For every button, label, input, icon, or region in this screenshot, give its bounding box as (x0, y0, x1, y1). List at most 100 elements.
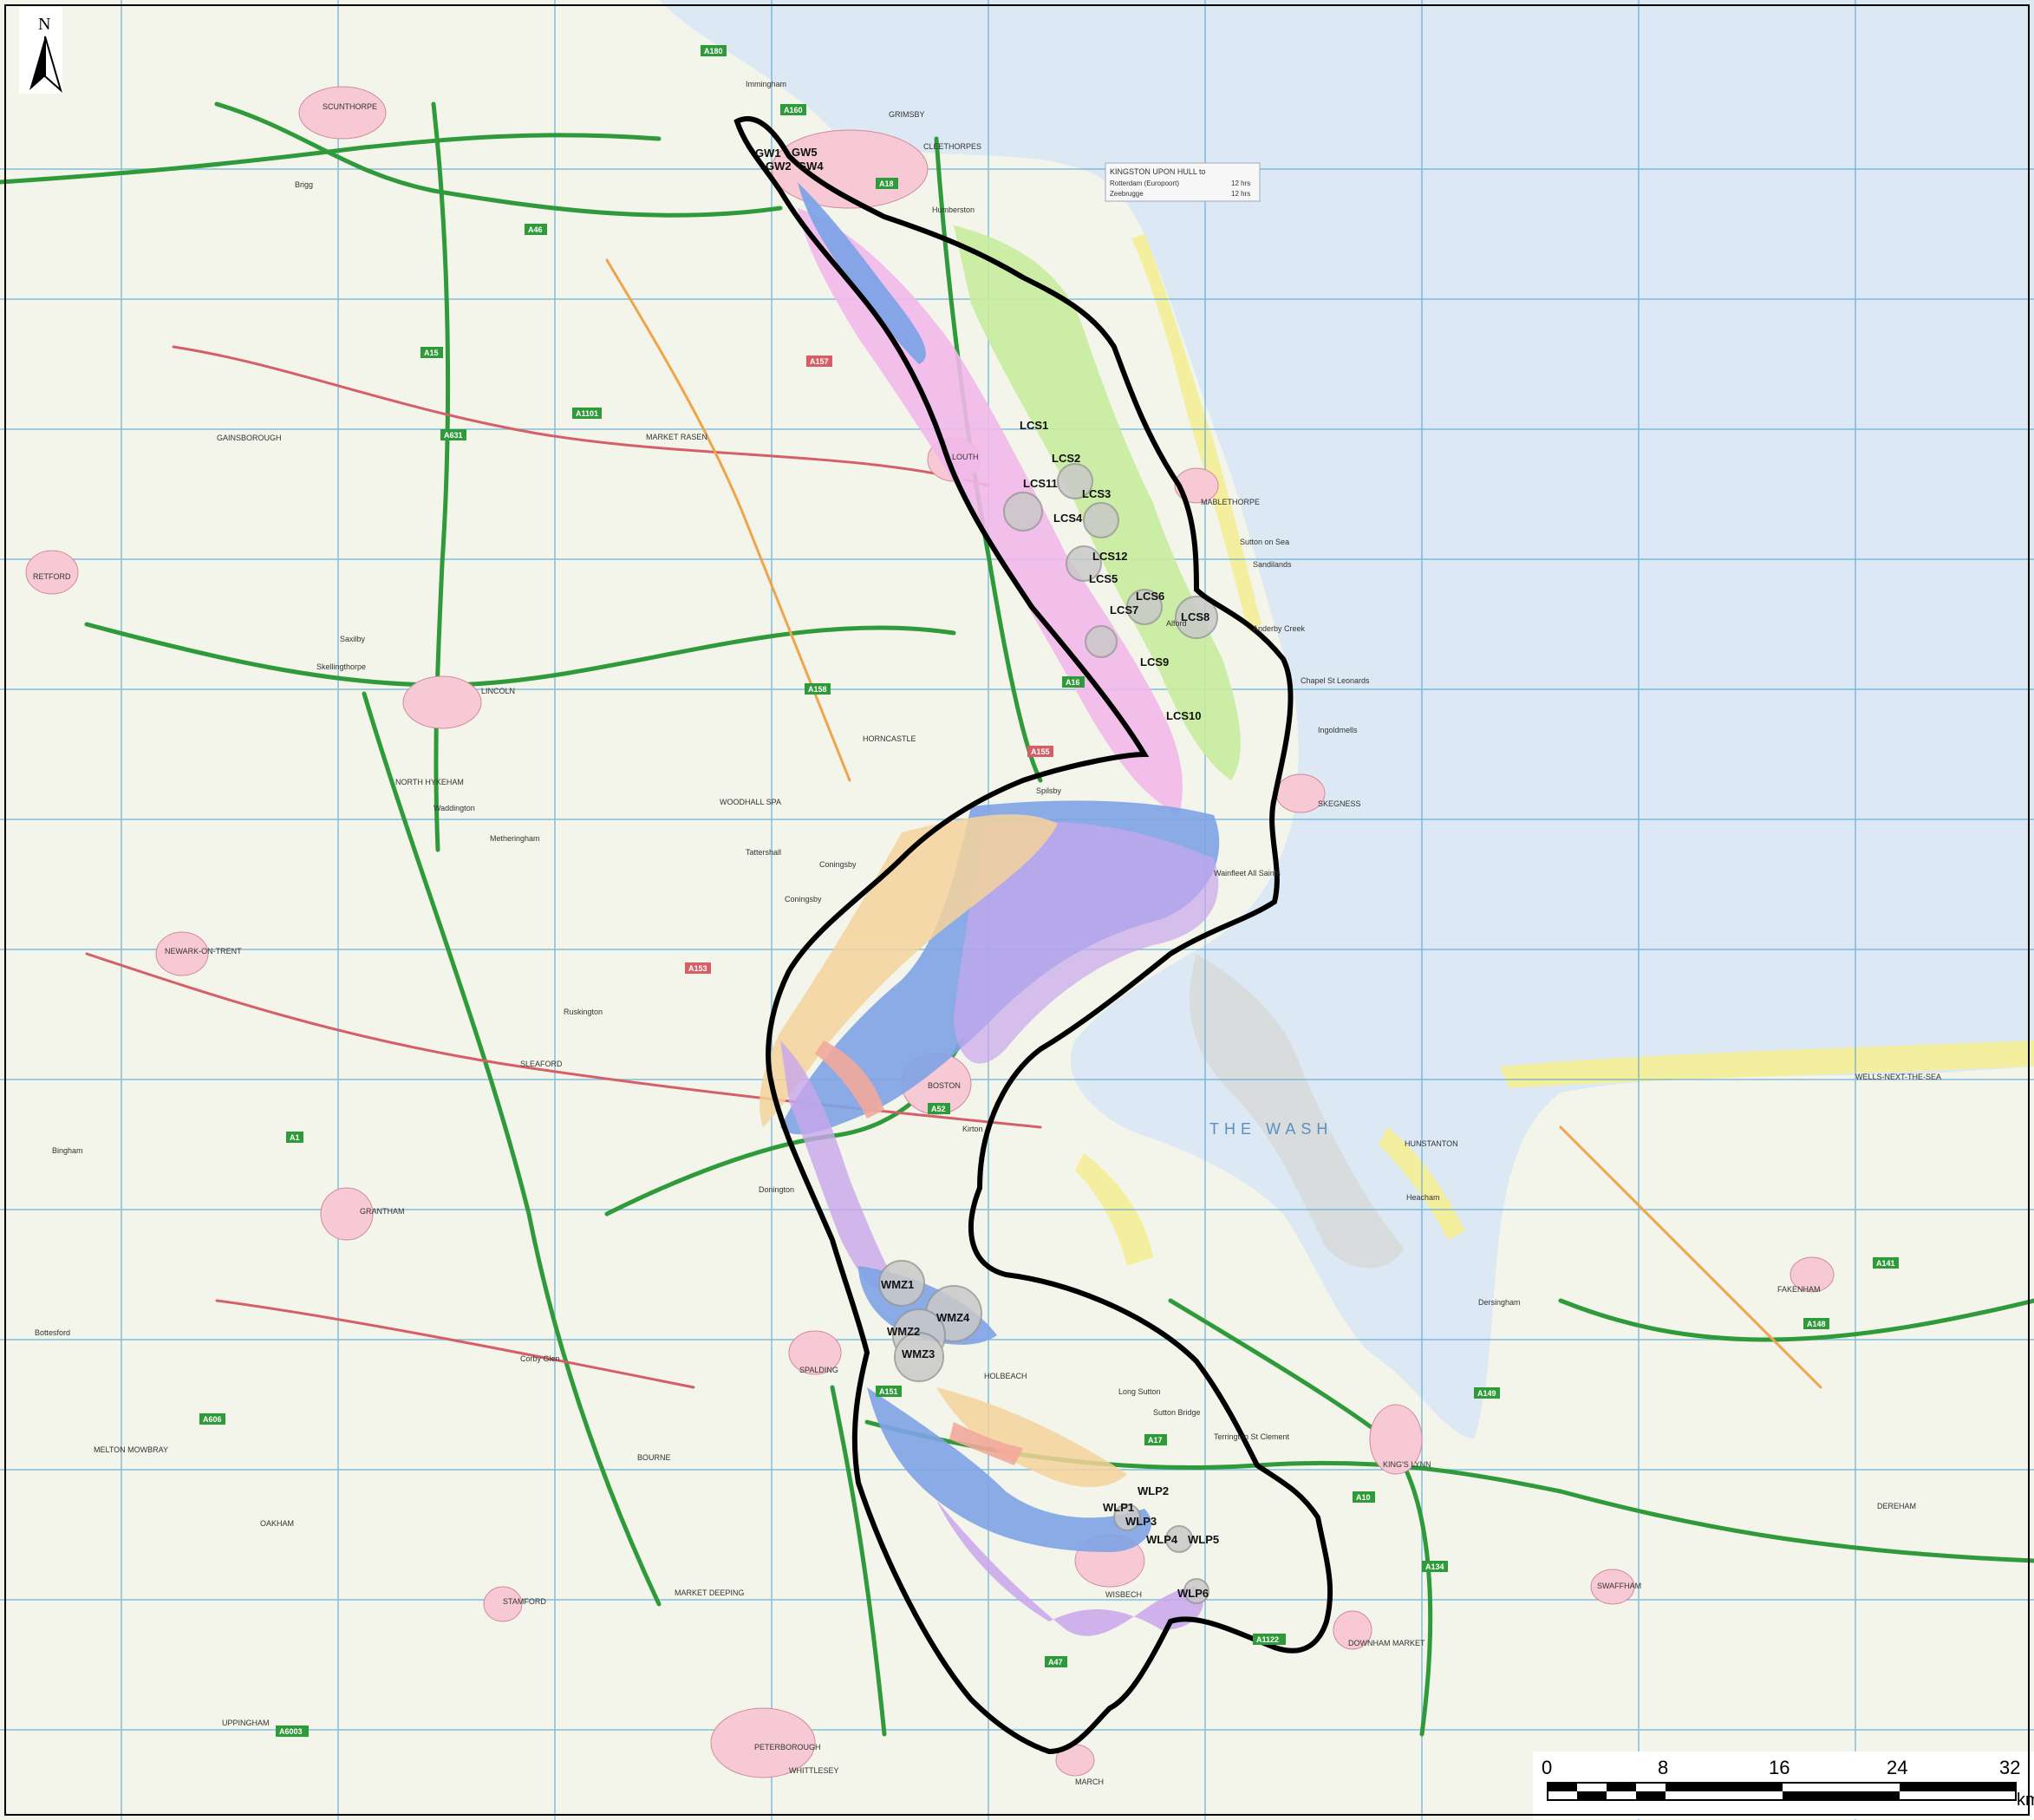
place-label: BOURNE (637, 1453, 671, 1462)
road-label: A160 (784, 106, 803, 114)
place-label: HOLBEACH (984, 1372, 1027, 1380)
road-label: A46 (528, 225, 543, 234)
ferry-route: Rotterdam (Europoort) (1110, 179, 1179, 187)
road-label: A153 (688, 964, 707, 973)
place-label: Terrington St Clement (1214, 1432, 1290, 1441)
place-label: GRIMSBY (889, 110, 925, 119)
road-label: A52 (931, 1105, 946, 1113)
norfolk-coast-sand (1500, 1040, 2034, 1088)
road-labels: A180 A160 A18 A46 A15 A631 A158 A16 A52 … (199, 45, 1899, 1737)
ferry-info-box: KINGSTON UPON HULL to Rotterdam (Europoo… (1105, 162, 1261, 202)
zone-salmon-south (949, 1422, 1023, 1465)
place-label: Bingham (52, 1146, 83, 1155)
north-arrow: N (19, 7, 62, 94)
road-label: A148 (1807, 1320, 1826, 1328)
zone-label: WLP3 (1125, 1515, 1157, 1528)
place-label: Ruskington (564, 1008, 603, 1016)
place-label: CLEETHORPES (923, 142, 981, 151)
zone-label: GW2 (766, 160, 792, 173)
place-label: Tattershall (746, 848, 781, 857)
zone-salmon-mid (815, 1040, 884, 1119)
place-label: Sandilands (1253, 560, 1292, 569)
north-label: N (38, 15, 50, 34)
zone-label: LCS4 (1053, 512, 1083, 525)
zone-label: WMZ4 (936, 1311, 970, 1324)
zone-label: LCS12 (1092, 550, 1127, 563)
zone-label: LCS7 (1110, 603, 1138, 616)
zone-blue-south (867, 1387, 1151, 1552)
scale-tick-label: 32 (1999, 1757, 2020, 1778)
place-label: WHITTLESEY (789, 1766, 839, 1775)
place-label: LINCOLN (481, 687, 515, 695)
scale-tick-label: 24 (1887, 1757, 1907, 1778)
zone-label: WLP1 (1103, 1501, 1134, 1514)
place-label: MARKET RASEN (646, 433, 707, 441)
zone-label: LCS11 (1023, 477, 1058, 490)
place-label: Heacham (1406, 1193, 1440, 1202)
road-label: A149 (1477, 1389, 1496, 1398)
study-area-boundary (733, 115, 1333, 1755)
zone-label: LCS9 (1140, 656, 1169, 669)
place-label: NORTH HYKEHAM (395, 778, 464, 786)
road-label: A631 (444, 431, 463, 440)
place-label: HUNSTANTON (1405, 1139, 1458, 1148)
zone-orange-mid (759, 814, 1058, 1127)
zone-label: WLP2 (1138, 1484, 1169, 1497)
place-label: Sutton Bridge (1153, 1408, 1201, 1417)
place-label: FAKENHAM (1777, 1285, 1821, 1294)
road-label: A157 (810, 357, 829, 366)
place-label: Skellingthorpe (316, 662, 366, 671)
zone-label: GW4 (798, 160, 824, 173)
zone-label: LCS5 (1089, 572, 1118, 585)
place-label: MELTON MOWBRAY (94, 1445, 168, 1454)
place-label: Chapel St Leonards (1301, 676, 1370, 685)
place-label: Metheringham (490, 834, 540, 843)
place-label: WELLS-NEXT-THE-SEA (1855, 1073, 1941, 1081)
road-label: A1122 (1256, 1635, 1279, 1644)
place-label: WOODHALL SPA (720, 798, 781, 806)
place-label: STAMFORD (503, 1597, 546, 1606)
road-label: A1101 (576, 409, 598, 418)
place-label: Immingham (746, 80, 786, 88)
place-label: Kirton (962, 1125, 983, 1133)
zone-label: GW1 (755, 147, 781, 160)
road-label: A16 (1066, 678, 1080, 687)
zone-label: LCS2 (1052, 452, 1080, 465)
place-label: SCUNTHORPE (323, 102, 377, 111)
scale-tick-label: 16 (1769, 1757, 1790, 1778)
place-label: Spilsby (1036, 786, 1062, 795)
place-label: Saxilby (340, 635, 366, 643)
road-label: A1 (290, 1133, 300, 1142)
place-label: RETFORD (33, 572, 71, 581)
zone-pink-north (798, 208, 1183, 815)
road-label: A18 (879, 179, 894, 188)
scale-bar: 0 8 16 24 32 km (1533, 1752, 2034, 1819)
scale-tick-label: 0 (1542, 1757, 1552, 1778)
place-label: Alford (1166, 619, 1187, 628)
zone-orange-south (936, 1387, 1127, 1487)
place-label: MABLETHORPE (1201, 498, 1260, 506)
ferry-route: Zeebrugge (1110, 190, 1144, 198)
zone-label: WLP5 (1188, 1533, 1219, 1546)
zone-blue-north (798, 182, 926, 364)
place-label: Wainfleet All Saints (1214, 869, 1281, 877)
zone-label: WLP4 (1146, 1533, 1178, 1546)
place-label: Humberston (932, 205, 975, 214)
place-label: SKEGNESS (1318, 799, 1361, 808)
place-label: GAINSBOROUGH (217, 434, 282, 442)
road-label: A10 (1356, 1493, 1371, 1502)
zone-label: WMZ2 (887, 1325, 920, 1338)
sea-label: THE WASH (1209, 1120, 1333, 1138)
place-label: KING'S LYNN (1383, 1460, 1431, 1469)
road-label: A15 (424, 349, 439, 357)
place-label: Long Sutton (1118, 1387, 1161, 1396)
place-label: Coningsby (785, 895, 822, 903)
zone-label: LCS6 (1136, 590, 1164, 603)
road-label: A47 (1048, 1658, 1063, 1667)
place-label: Sutton on Sea (1240, 538, 1289, 546)
place-label: NEWARK-ON-TRENT (165, 947, 242, 956)
place-label: Brigg (295, 180, 313, 189)
place-label: MARCH (1075, 1778, 1104, 1786)
place-label: Corby Glen (520, 1354, 560, 1363)
